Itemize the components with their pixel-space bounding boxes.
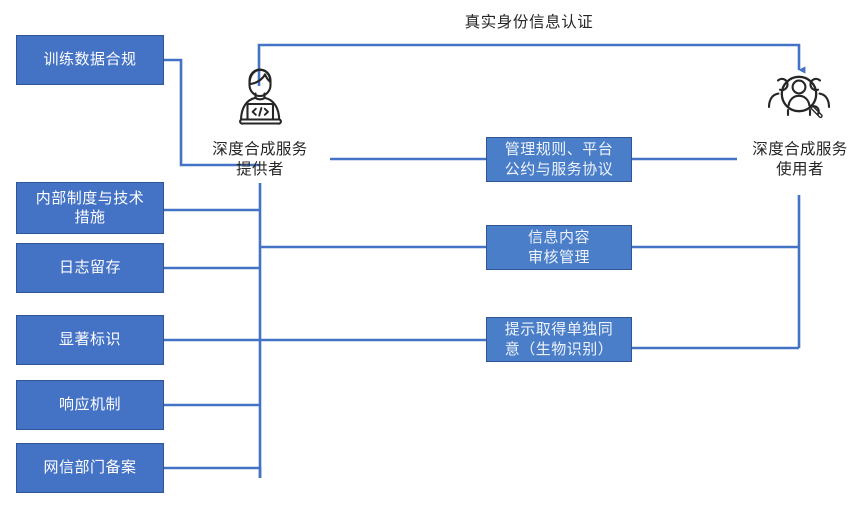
obligation-box-internal-systems[interactable]: 内部制度与技术 措施 (16, 182, 164, 234)
interaction-box-content-review[interactable]: 信息内容 审核管理 (486, 225, 632, 270)
actor-label-provider: 深度合成服务 提供者 (212, 141, 308, 179)
obligation-label: 训练数据合规 (43, 51, 137, 69)
interaction-box-separate-consent[interactable]: 提示取得单独同 意（生物识别） (486, 317, 632, 362)
obligation-label: 显著标识 (58, 331, 121, 349)
obligation-label: 内部制度与技术 措施 (35, 189, 145, 226)
interaction-box-management-rules[interactable]: 管理规则、平台 公约与服务协议 (486, 137, 632, 182)
people-search-magnifier-icon (764, 66, 836, 128)
obligation-box-cac-filing[interactable]: 网信部门备案 (16, 443, 164, 493)
person-with-laptop-icon (228, 62, 292, 128)
interaction-label: 信息内容 审核管理 (527, 229, 590, 266)
obligation-label: 网信部门备案 (43, 459, 137, 477)
interaction-label: 提示取得单独同 意（生物识别） (504, 321, 614, 358)
flow-label-identity-auth: 真实身份信息认证 (464, 14, 594, 31)
obligation-label: 响应机制 (58, 396, 121, 414)
obligation-box-conspicuous-label[interactable]: 显著标识 (16, 315, 164, 365)
obligation-label: 日志留存 (58, 259, 121, 277)
interaction-label: 管理规则、平台 公约与服务协议 (504, 141, 614, 178)
obligation-box-log-retention[interactable]: 日志留存 (16, 243, 164, 293)
actor-label-user: 深度合成服务 使用者 (752, 141, 848, 179)
obligation-box-response-mechanism[interactable]: 响应机制 (16, 380, 164, 430)
obligation-box-training-data[interactable]: 训练数据合规 (16, 35, 164, 85)
